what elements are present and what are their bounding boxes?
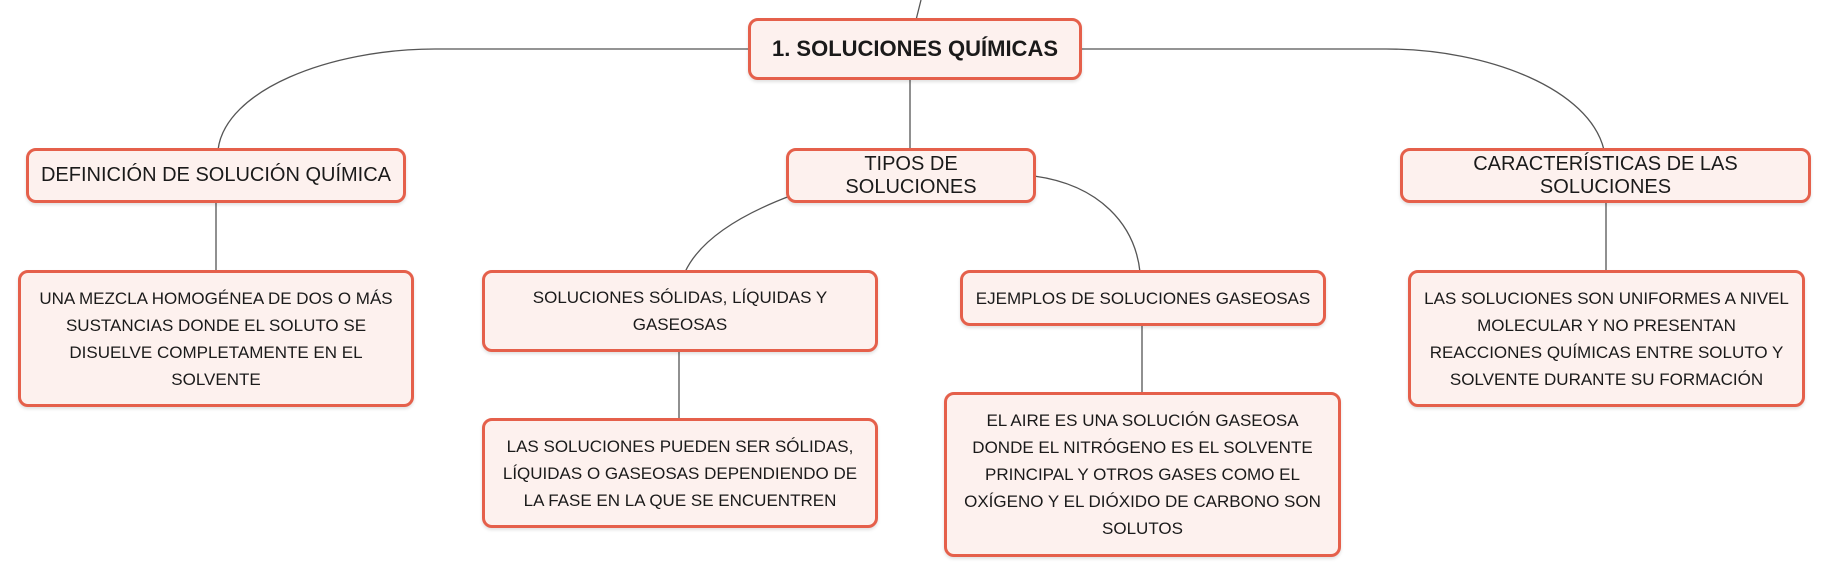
connector-tipos-solidas	[684, 195, 791, 273]
connector-tipos-ejemplos	[1033, 175, 1141, 273]
node-definicion[interactable]: DEFINICIÓN DE SOLUCIÓN QUÍMICA	[26, 148, 406, 203]
node-caracteristicas[interactable]: CARACTERÍSTICAS DE LAS SOLUCIONES	[1400, 148, 1811, 203]
node-definicion-detalle[interactable]: UNA MEZCLA HOMOGÉNEA DE DOS O MÁS SUSTAN…	[18, 270, 414, 407]
root-node[interactable]: 1. SOLUCIONES QUÍMICAS	[748, 18, 1082, 80]
connector-root-definicion	[217, 48, 750, 151]
node-ejemplos-gaseosas[interactable]: EJEMPLOS DE SOLUCIONES GASEOSAS	[960, 270, 1326, 326]
node-caracteristicas-detalle[interactable]: LAS SOLUCIONES SON UNIFORMES A NIVEL MOL…	[1408, 270, 1805, 407]
node-aire-detalle[interactable]: EL AIRE ES UNA SOLUCIÓN GASEOSA DONDE EL…	[944, 392, 1341, 557]
node-tipos[interactable]: TIPOS DE SOLUCIONES	[786, 148, 1036, 203]
connector-root-caracteristicas	[1082, 48, 1605, 151]
node-solidas-liquidas-gaseosas[interactable]: SOLUCIONES SÓLIDAS, LÍQUIDAS Y GASEOSAS	[482, 270, 878, 352]
connector-root-parent	[915, 0, 922, 21]
node-fases-detalle[interactable]: LAS SOLUCIONES PUEDEN SER SÓLIDAS, LÍQUI…	[482, 418, 878, 528]
